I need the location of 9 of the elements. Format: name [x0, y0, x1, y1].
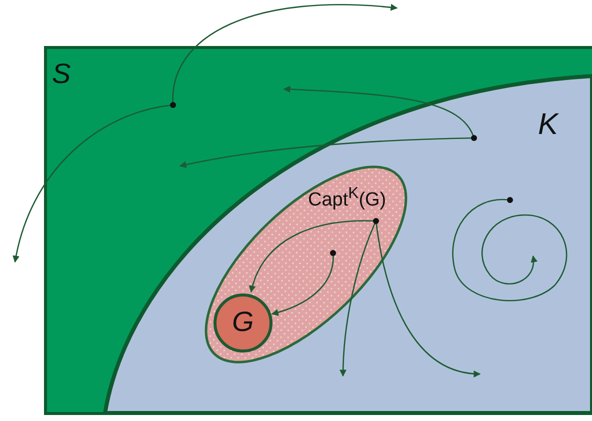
trajectory-arrow — [271, 253, 334, 316]
set-label: K — [538, 110, 558, 140]
basin-label: Capt$^{K}$(G) — [308, 186, 386, 210]
outer-region — [44, 46, 592, 415]
trajectory-arrow — [249, 220, 376, 293]
set-label: S — [52, 60, 71, 88]
inner-region — [105, 76, 592, 413]
set-label: G — [232, 308, 254, 336]
target-circle — [213, 293, 273, 353]
